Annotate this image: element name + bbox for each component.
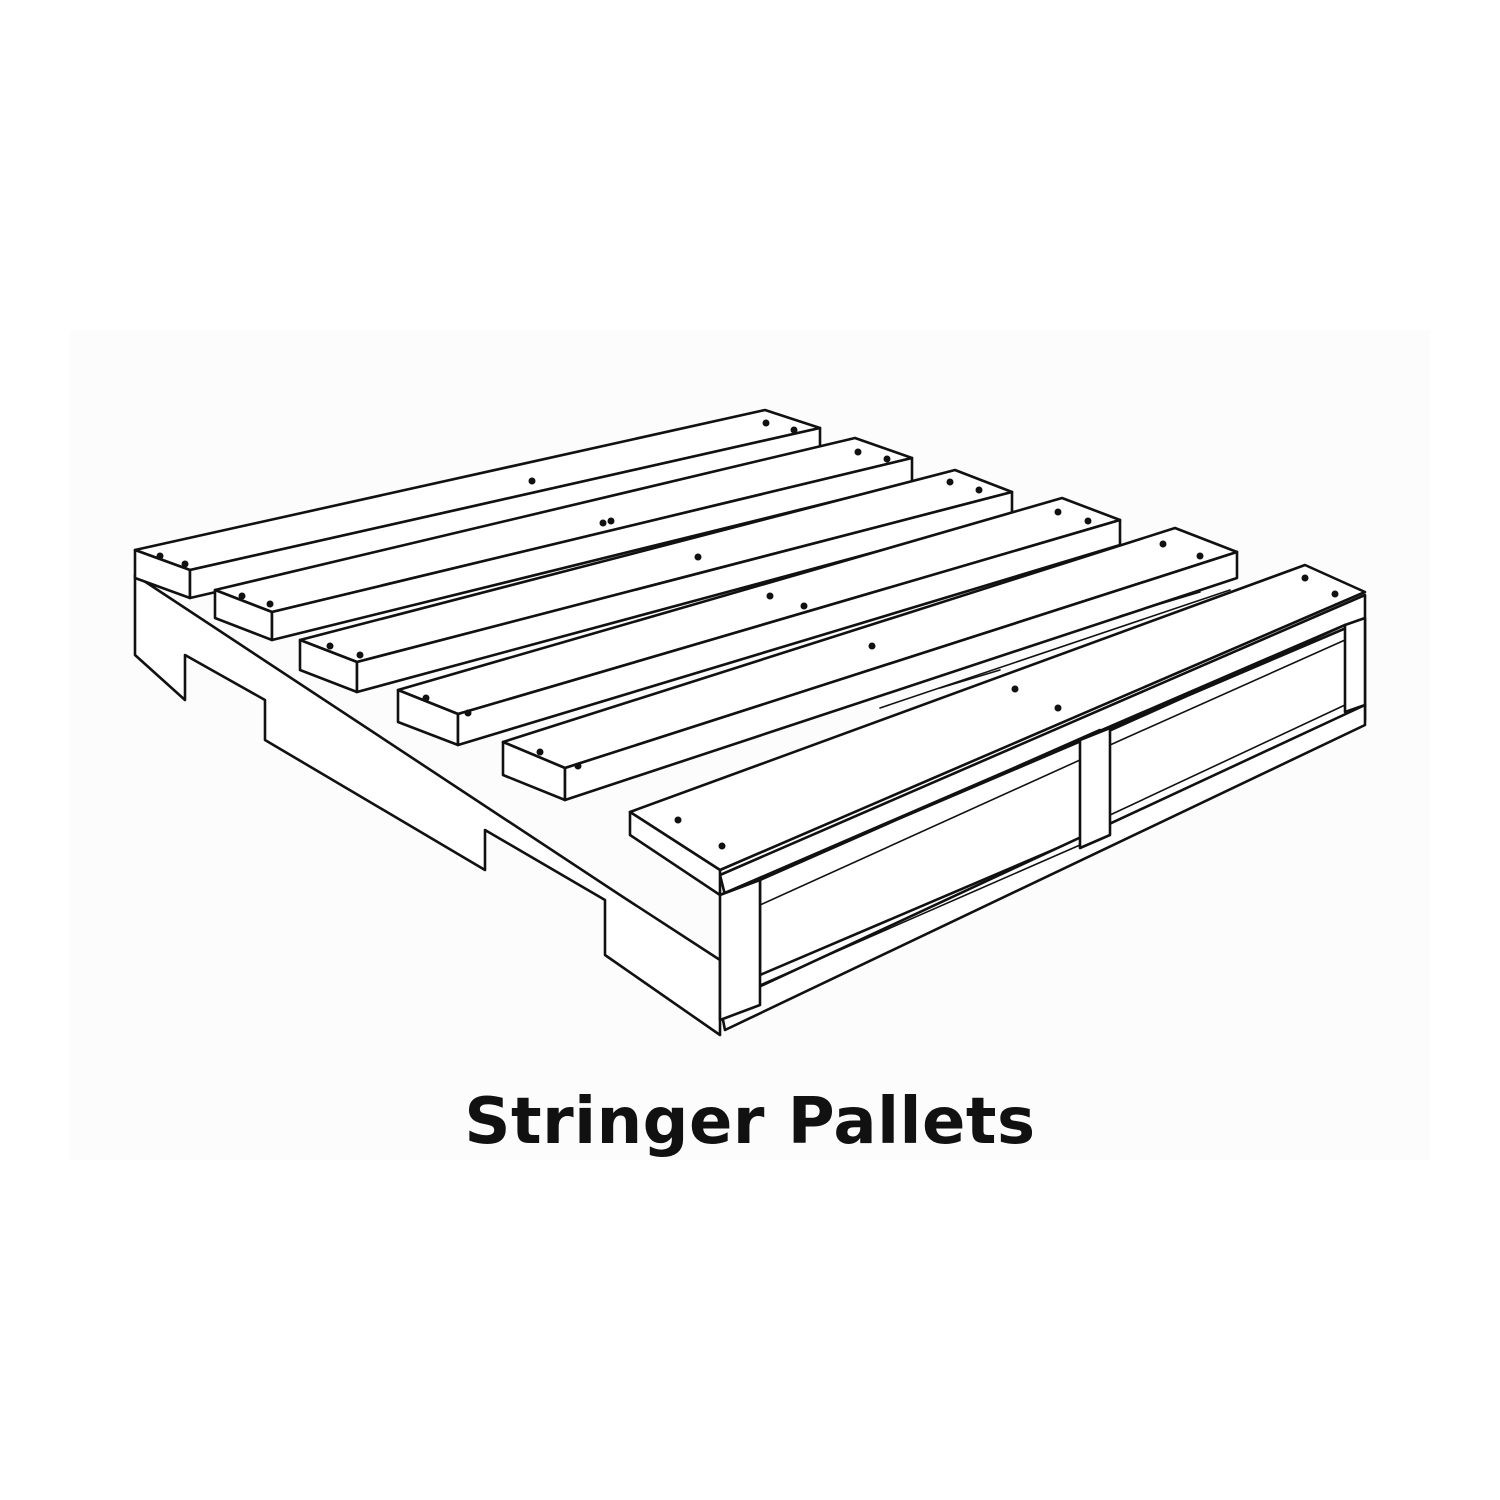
- caption-title: Stringer Pallets: [464, 1085, 1036, 1159]
- deck-board-6: [628, 563, 1367, 897]
- stringer-front-frame: [718, 593, 1367, 1032]
- deck-board-4: [396, 496, 1122, 747]
- deck-board-2: [213, 436, 914, 642]
- stringer-middle: [879, 589, 1231, 709]
- deck-board-5: [501, 526, 1239, 802]
- deck-board-1: [133, 408, 822, 600]
